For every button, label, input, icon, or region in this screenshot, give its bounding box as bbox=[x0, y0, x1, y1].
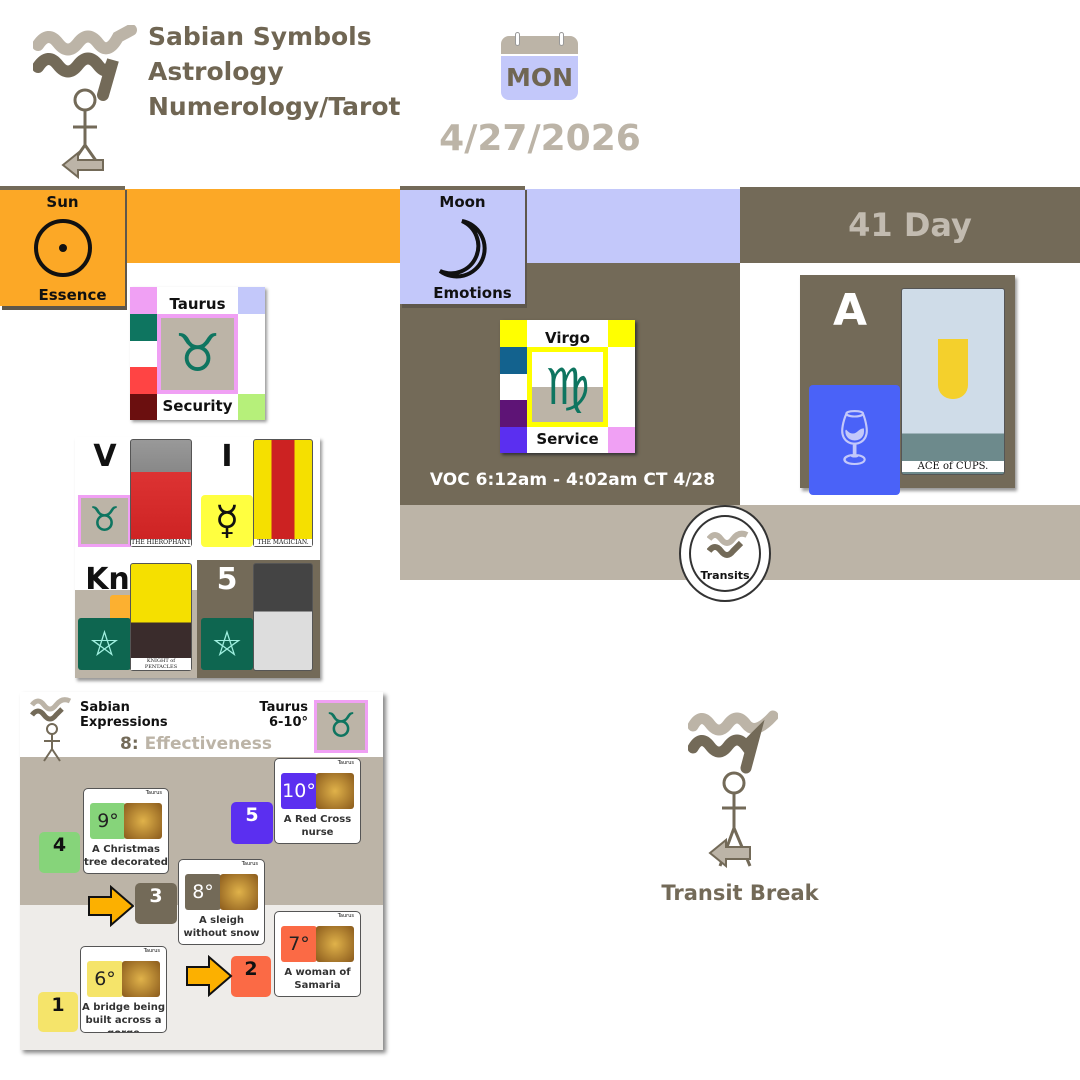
date: 4/27/2026 bbox=[439, 118, 641, 159]
symbol-text: A woman of Samaria bbox=[284, 967, 351, 991]
step-number: 4 bbox=[52, 834, 67, 856]
step-number: 5 bbox=[245, 804, 259, 826]
card-caption: KNIGHT of PENTACLES bbox=[131, 658, 191, 670]
degree-tile-10[interactable]: Taurus 10° A Red Cross nurse bbox=[274, 758, 361, 844]
knight-of-pentacles-card: KNIGHT of PENTACLES bbox=[130, 563, 192, 671]
taurus-glyph-icon: ♉ bbox=[78, 495, 131, 547]
day-count: 41 Day bbox=[848, 206, 972, 244]
step-badge-4[interactable]: 4 bbox=[39, 832, 80, 873]
step-badge-2[interactable]: 2 bbox=[231, 956, 271, 997]
degree-tile-6[interactable]: Taurus 6° A bridge being built across a … bbox=[80, 946, 167, 1033]
sun-card[interactable]: Sun Essence bbox=[0, 186, 125, 306]
symbol-text: A sleigh without snow bbox=[183, 915, 260, 939]
tile-header: Taurus bbox=[145, 790, 162, 796]
degree-tile-9[interactable]: Taurus 9° A Christmas tree decorated bbox=[83, 788, 169, 874]
moon-sign-name: Virgo bbox=[545, 329, 590, 347]
sun-sign-name: Taurus bbox=[169, 295, 226, 313]
step-number: 1 bbox=[51, 994, 65, 1016]
symbol-text: A Red Cross nurse bbox=[283, 814, 352, 838]
theme-label: Effectiveness bbox=[144, 734, 272, 754]
tile-header: Taurus bbox=[337, 913, 354, 919]
moon-glyph-icon bbox=[438, 219, 487, 279]
symbol-image bbox=[316, 926, 354, 962]
sun-sign-keyword: Security bbox=[162, 397, 233, 415]
step-badge-5[interactable]: 5 bbox=[231, 802, 273, 844]
voc-text: VOC 6:12am - 4:02am CT 4/28 bbox=[429, 470, 716, 490]
degree-tile-7[interactable]: Taurus 7° A woman of Samaria bbox=[274, 911, 361, 997]
sabian-logo-icon bbox=[33, 25, 137, 180]
degree-label: 9° bbox=[90, 803, 126, 839]
sun-glyph-icon bbox=[34, 219, 92, 277]
tarot-rank: V bbox=[93, 439, 117, 474]
ace-tarot-panel[interactable]: A 🍷︎ ACE of CUPS. bbox=[800, 275, 1015, 495]
symbol-image bbox=[220, 874, 258, 910]
title-line: Astrology bbox=[148, 57, 284, 86]
tarot-rank: 5 bbox=[216, 562, 238, 597]
pentacle-icon: ⛤ bbox=[201, 618, 253, 670]
ace-rank: A bbox=[832, 285, 868, 336]
symbol-image bbox=[122, 961, 160, 997]
mercury-glyph-icon: ☿ bbox=[201, 495, 253, 547]
degree-tile-8[interactable]: Taurus 8° A sleigh without snow bbox=[178, 859, 265, 945]
taurus-glyph-icon: ♉ bbox=[314, 700, 368, 753]
transits-logo-icon bbox=[707, 530, 749, 558]
weekday: MON bbox=[501, 56, 578, 100]
sun-title: Sun bbox=[46, 193, 79, 211]
tile-header: Taurus bbox=[337, 760, 354, 766]
step-badge-3[interactable]: 3 bbox=[135, 883, 177, 924]
taurus-glyph-icon: ♉ bbox=[157, 314, 238, 394]
tarot-rank: I bbox=[221, 439, 233, 474]
sabian-sign: Taurus bbox=[259, 700, 308, 715]
pentacle-icon: ⛤ bbox=[78, 618, 131, 670]
transit-break-logo-icon bbox=[688, 710, 778, 869]
symbol-text: A bridge being built across a gorge bbox=[82, 1002, 165, 1032]
tile-header: Taurus bbox=[241, 861, 258, 867]
tile-header: Taurus bbox=[143, 948, 160, 954]
tarot-rank: Kn bbox=[85, 562, 130, 597]
title-line: Numerology/Tarot bbox=[148, 92, 401, 121]
step-badge-1[interactable]: 1 bbox=[38, 992, 78, 1032]
sabian-range: 6-10° bbox=[268, 715, 308, 730]
app-title: Sabian Symbols Astrology Numerology/Taro… bbox=[148, 19, 400, 124]
arrow-right-icon bbox=[186, 955, 233, 997]
cups-suit-icon: 🍷︎ bbox=[809, 385, 900, 495]
moon-card[interactable]: Moon Emotions bbox=[400, 186, 525, 304]
degree-label: 7° bbox=[281, 926, 317, 962]
symbol-image bbox=[316, 773, 354, 809]
day-band: 41 Day bbox=[740, 187, 1080, 263]
virgo-glyph-icon: ♍ bbox=[527, 347, 608, 427]
sabian-mini-logo-icon bbox=[30, 697, 72, 762]
title-line: Sabian Symbols bbox=[148, 22, 372, 51]
degree-label: 6° bbox=[87, 961, 123, 997]
sabian-title: Expressions bbox=[80, 715, 168, 730]
magician-card: THE MAGICIAN. bbox=[253, 439, 313, 547]
sun-subtitle: Essence bbox=[38, 286, 107, 304]
card-caption: THE HIEROPHANT bbox=[131, 539, 191, 546]
ace-of-cups-card: ACE of CUPS. bbox=[901, 288, 1005, 475]
step-number: 2 bbox=[244, 958, 258, 980]
card-caption: THE MAGICIAN. bbox=[254, 539, 312, 546]
transits-button[interactable]: Transits bbox=[679, 505, 771, 602]
transit-break-label: Transit Break bbox=[661, 881, 819, 905]
hierophant-card: THE HIEROPHANT bbox=[130, 439, 192, 547]
theme-number: 8: bbox=[120, 734, 139, 754]
sabian-title: Sabian bbox=[80, 700, 130, 715]
moon-sign-card[interactable]: ♍ Virgo Service bbox=[500, 320, 635, 453]
transits-label: Transits bbox=[700, 569, 750, 582]
ace-card-caption: ACE of CUPS. bbox=[902, 461, 1004, 472]
moon-title: Moon bbox=[439, 193, 486, 211]
five-of-pentacles-card bbox=[253, 563, 313, 671]
calendar-icon: MON bbox=[501, 32, 578, 100]
tarot-grid: V ♉ THE HIEROPHANT I ☿ THE MAGICIAN. Kn … bbox=[75, 437, 320, 678]
step-number: 3 bbox=[149, 885, 163, 907]
arrow-right-icon bbox=[88, 885, 135, 927]
sun-sign-card[interactable]: ♉ Taurus Security bbox=[130, 287, 265, 420]
symbol-text: A Christmas tree decorated bbox=[84, 844, 168, 868]
symbol-image bbox=[124, 803, 162, 839]
moon-subtitle: Emotions bbox=[433, 284, 512, 302]
moon-sign-keyword: Service bbox=[536, 430, 599, 448]
degree-label: 10° bbox=[281, 773, 317, 809]
degree-label: 8° bbox=[185, 874, 221, 910]
